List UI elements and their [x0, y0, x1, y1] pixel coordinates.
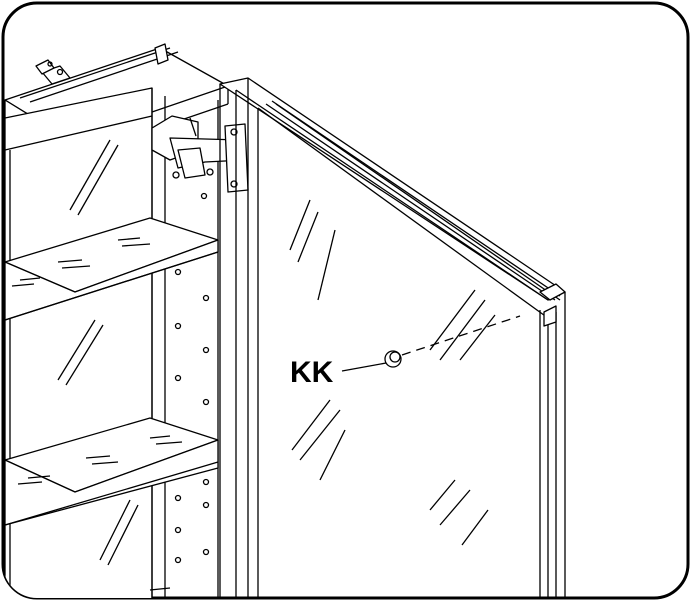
shelf-lower: [4, 417, 219, 591]
door-glass: [289, 199, 496, 546]
door-bumper: [341, 315, 521, 372]
shelf-upper: [4, 217, 219, 321]
door-frame: [219, 77, 566, 598]
callout-kk-label: KK: [290, 356, 334, 389]
